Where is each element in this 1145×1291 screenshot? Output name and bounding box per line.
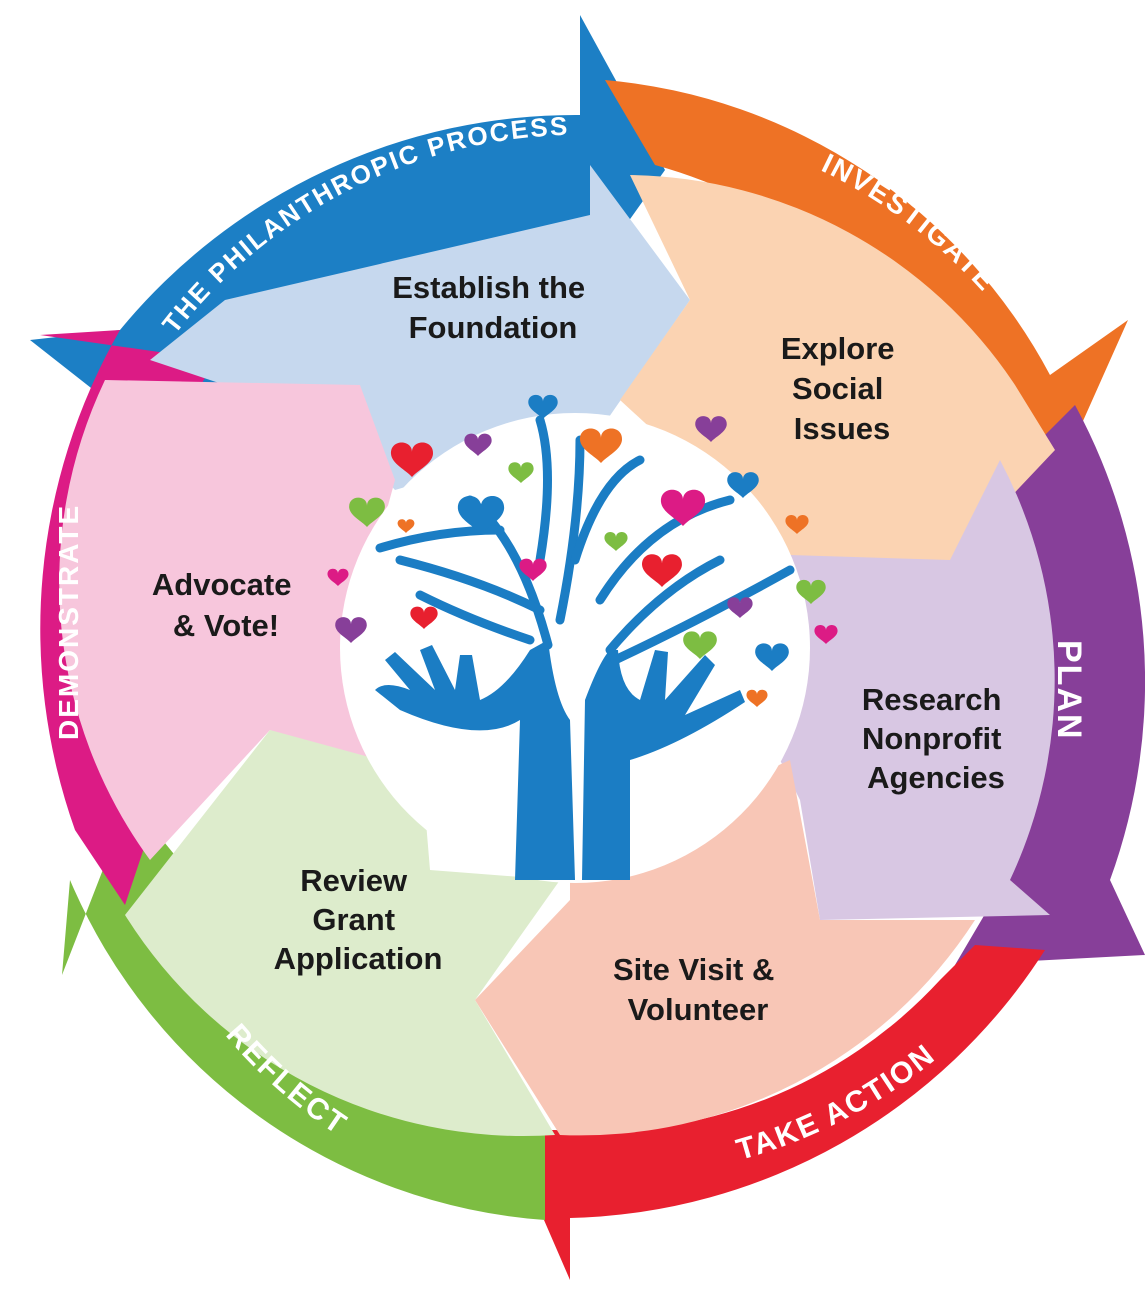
tree-hands-hearts-icon: [375, 415, 795, 880]
heart-icon: [457, 496, 505, 534]
heart-icon: [604, 532, 628, 551]
step-label-advocate: Advocate & Vote!: [152, 567, 300, 643]
step-label-establish: Establish the Foundation: [392, 270, 594, 345]
step-labels: Establish the Foundation Explore Social …: [152, 270, 1010, 1027]
center-emblem: [327, 394, 838, 883]
ring-segment-take-action: [505, 945, 1045, 1280]
heart-icon: [390, 442, 434, 477]
heart-icon: [727, 472, 759, 498]
heart-icon: [410, 606, 438, 629]
step-arrow-establish: [150, 165, 690, 490]
step-arrow-research: [780, 460, 1055, 920]
step-label-explore: Explore Social Issues: [781, 331, 903, 446]
heart-icon: [727, 597, 753, 618]
heart-icon: [508, 462, 534, 483]
heart-icon: [464, 433, 492, 456]
hearts-group: [327, 394, 838, 707]
step-label-site-visit: Site Visit & Volunteer: [613, 952, 783, 1027]
ring-label-demonstrate: Demonstrate: [53, 504, 84, 740]
ring-label-plan: Plan: [1050, 640, 1088, 741]
heart-icon: [695, 416, 727, 442]
heart-icon: [796, 579, 826, 604]
heart-icon: [397, 519, 415, 533]
heart-icon: [519, 558, 547, 581]
heart-icon: [335, 617, 367, 643]
heart-icon: [746, 689, 768, 707]
heart-icon: [528, 394, 558, 419]
step-label-research: Research Nonprofit Agencies: [862, 682, 1010, 795]
step-arrow-review: [125, 730, 560, 1137]
heart-icon: [683, 631, 717, 659]
heart-icon: [785, 515, 809, 534]
heart-icon: [327, 568, 349, 586]
heart-icon: [579, 428, 623, 463]
step-label-review: Review Grant Application: [274, 863, 443, 976]
heart-icon: [755, 643, 789, 671]
heart-icon: [660, 489, 706, 526]
heart-icon: [349, 497, 385, 527]
heart-icon: [642, 554, 682, 587]
step-arrow-advocate: [59, 380, 396, 860]
heart-icon: [814, 625, 838, 644]
